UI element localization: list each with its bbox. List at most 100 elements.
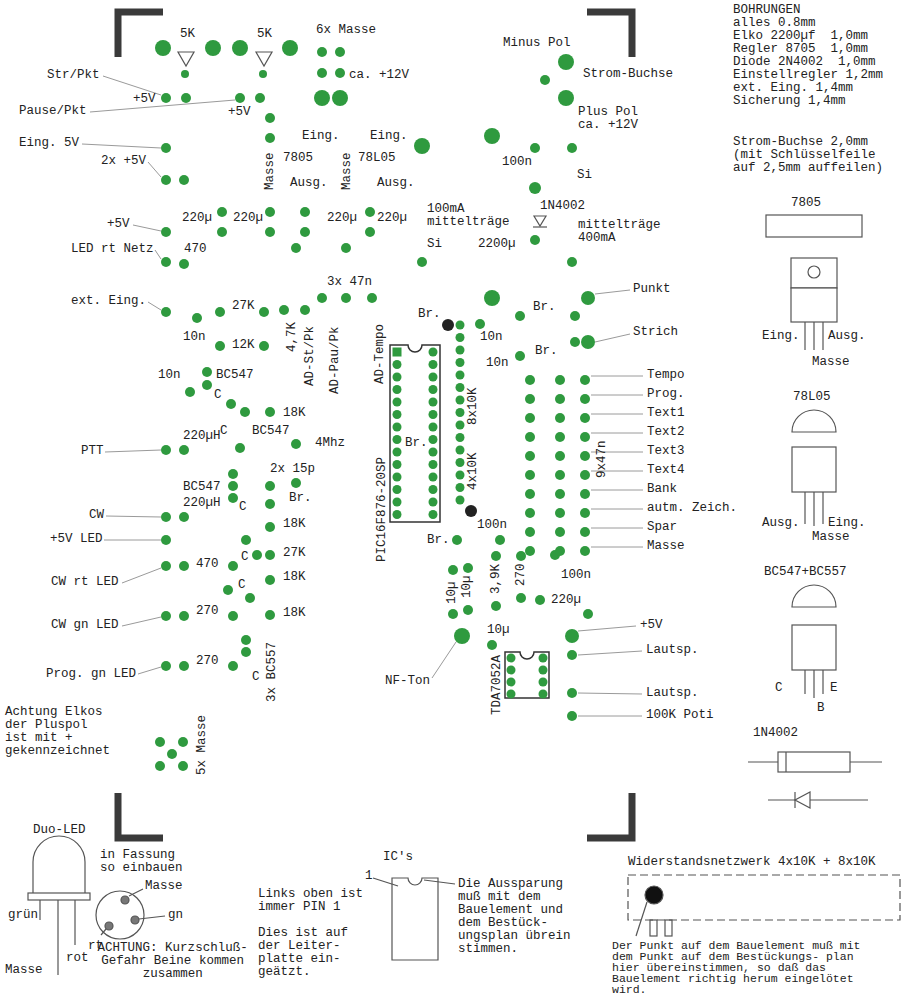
solder-pad [525,394,535,404]
solder-pad [525,508,535,518]
label-text: Masse [812,356,850,369]
solder-pad [555,508,565,518]
solder-pad [580,489,590,499]
socket-pin [121,896,129,904]
label-text: NF-Ton [385,675,430,688]
leader-line [90,100,235,112]
solder-pad [417,257,427,267]
label-text: Text1 [647,407,685,420]
label-text: 2x 15p [270,463,315,476]
regulator-hole [808,266,820,278]
label-text: IC's [383,851,413,864]
label-text: Strom-Buchse [583,68,673,81]
solder-pad [525,432,535,442]
solder-pad [161,661,171,671]
solder-pad [580,413,590,423]
leader-line [591,490,643,491]
ic-pad [429,448,438,457]
label-text: 5x Masse [196,715,209,775]
solder-pad [259,70,267,78]
solder-pad [255,93,265,103]
solder-pad [335,47,345,57]
leader-line [129,889,143,896]
leader-line [82,144,161,148]
label-text: Plus Pol ca. +12V [578,106,642,132]
solder-pad [516,593,526,603]
solder-pad [525,527,535,537]
ic-pad [429,398,438,407]
solder-pad [265,113,275,123]
label-text: 100n [477,519,507,532]
label-text: 100mA mittelträge [427,203,513,229]
leader-line [373,878,398,886]
solder-pad [240,407,250,417]
solder-pad [367,293,377,303]
label-text: Eing. [370,130,408,143]
ic-pad [429,485,438,494]
solder-pad [555,470,565,480]
trimmer-symbol [256,52,272,66]
package-drawings [748,215,882,808]
label-text: Dies ist auf der Leiter- platte ein- geä… [258,927,352,979]
label-text: Eing. [762,330,800,343]
label-text: Pause/Pkt [19,105,87,118]
solder-pad [484,290,500,306]
leader-line [122,617,161,626]
solder-pad [580,527,590,537]
leader-line [595,290,630,294]
solder-pad [178,761,188,771]
solder-pad [555,413,565,423]
label-text: 220µ [233,212,263,225]
label-text: Br. [405,437,428,450]
solder-pad [484,128,500,144]
label-text: +5V [107,218,130,231]
solder-pad [456,396,465,405]
solder-pad [580,546,590,556]
label-text: 10n [183,331,206,344]
label-text: Masse [341,152,354,190]
ic-pad [429,423,438,432]
label-text: C [252,671,260,684]
solder-pad [580,394,590,404]
solder-pad [341,293,351,303]
solder-pad [241,647,251,657]
ic-pad [429,435,438,444]
solder-pad [567,143,577,153]
solder-pad [448,565,458,575]
solder-pad [580,451,590,461]
solder-pad [456,383,465,392]
label-text: 10n [480,331,503,344]
solder-pad [414,138,430,154]
label-text: Str/Pkt [47,69,100,82]
label-text: 4,7K [286,322,299,352]
ic-pad [393,510,402,519]
label-text: E [830,682,838,695]
corner-mark [587,793,632,838]
label-text: Punkt [633,283,671,296]
label-text: 10µ [446,581,459,604]
leader-line [424,880,455,884]
solder-pad [525,413,535,423]
solder-pad [235,443,245,453]
transistor-body [792,625,836,670]
label-text: Ausg. [762,517,800,530]
solder-pad [507,654,516,663]
leader-line [595,334,630,342]
label-text: AD-St/Pk [304,326,317,386]
solder-pad [567,711,577,721]
leader-lines [82,76,643,716]
label-text: Masse [812,531,850,544]
solder-pad [525,489,535,499]
label-text: 10µ [487,624,510,637]
diode-bar [533,226,547,227]
ic-pad [429,385,438,394]
solder-pad [181,70,189,78]
solder-pad [555,489,565,499]
solder-pad [161,535,171,545]
solder-pad [570,311,580,321]
label-text: CW rt LED [51,576,119,589]
solder-pad [570,337,580,347]
trimmer-symbol [178,52,194,66]
label-text: 18K [283,607,306,620]
leader-line [432,642,456,678]
